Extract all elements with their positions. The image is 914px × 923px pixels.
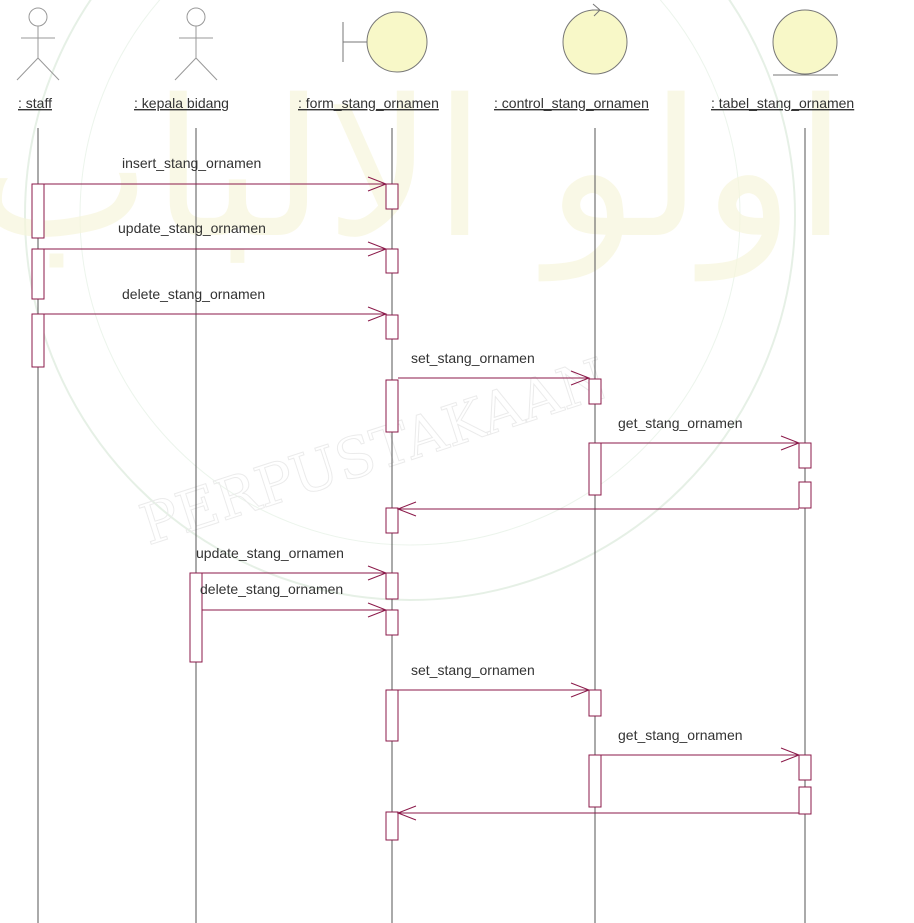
activation-form-1: [386, 184, 398, 209]
message-label: delete_stang_ornamen: [200, 581, 343, 597]
activation-form-9: [386, 812, 398, 840]
message-label: update_stang_ornamen: [118, 220, 266, 236]
message-label: insert_stang_ornamen: [122, 155, 261, 171]
activation-control-1: [589, 379, 601, 404]
activation-form-4: [386, 380, 398, 432]
message-label: set_stang_ornamen: [411, 350, 535, 366]
activation-form-6: [386, 573, 398, 599]
activation-staff-2: [32, 249, 44, 299]
message-return: [398, 502, 799, 516]
activation-tabel-4: [799, 787, 811, 814]
participant-label-form: : form_stang_ornamen: [298, 95, 439, 111]
activation-control-2: [589, 443, 601, 495]
message-return: [398, 806, 799, 820]
participant-label-tabel: : tabel_stang_ornamen: [711, 95, 854, 111]
activation-tabel-2: [799, 482, 811, 508]
activation-staff-1: [32, 184, 44, 238]
control-icon: [563, 4, 627, 74]
message-label: set_stang_ornamen: [411, 662, 535, 678]
activation-staff-3: [32, 314, 44, 367]
message: delete_stang_ornamen: [200, 581, 386, 617]
participant-label-kepala-bidang: : kepala bidang: [134, 95, 229, 111]
activation-tabel-3: [799, 755, 811, 780]
participant-control: : control_stang_ornamen: [494, 4, 649, 111]
activation-form-3: [386, 315, 398, 339]
activation-tabel-1: [799, 443, 811, 468]
participant-label-control: : control_stang_ornamen: [494, 95, 649, 111]
message-label: update_stang_ornamen: [196, 545, 344, 561]
participant-label-staff: : staff: [18, 95, 52, 111]
activation-form-7: [386, 610, 398, 635]
activation-form-5: [386, 508, 398, 533]
message-label: delete_stang_ornamen: [122, 286, 265, 302]
message: get_stang_ornamen: [601, 415, 799, 450]
activation-form-2: [386, 249, 398, 273]
message-label: get_stang_ornamen: [618, 727, 743, 743]
message: set_stang_ornamen: [398, 662, 589, 697]
activation-form-8: [386, 690, 398, 741]
activation-control-3: [589, 690, 601, 716]
message: update_stang_ornamen: [196, 545, 386, 580]
message: get_stang_ornamen: [601, 727, 799, 762]
message-label: get_stang_ornamen: [618, 415, 743, 431]
activation-control-4: [589, 755, 601, 807]
